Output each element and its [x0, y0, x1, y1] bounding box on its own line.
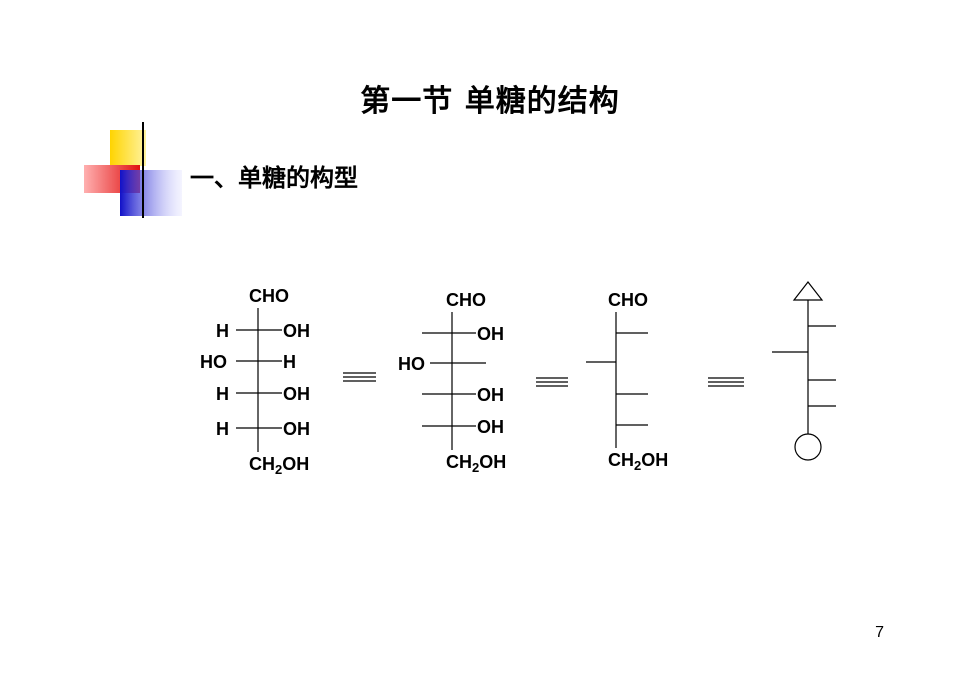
s1-row2-right: H — [283, 352, 296, 372]
s1-row1-left: H — [216, 321, 229, 341]
s2-top-label: CHO — [446, 290, 486, 310]
s1-row3-right: OH — [283, 384, 310, 404]
equivalence-sign-2 — [536, 377, 568, 387]
s2-label-3: OH — [477, 385, 504, 405]
s2-label-4: OH — [477, 417, 504, 437]
s2-label-1: OH — [477, 324, 504, 344]
s2-bottom-label: CH2OH — [446, 452, 506, 475]
section-heading: 一、单糖的构型 — [190, 164, 358, 192]
header-decoration — [84, 122, 830, 218]
s1-bottom-label: CH2OH — [249, 454, 309, 477]
equivalence-sign-3 — [708, 377, 744, 387]
slide-title: 第一节 单糖的结构 — [360, 84, 620, 119]
triangle-symbol — [792, 281, 824, 301]
circle-symbol — [794, 433, 822, 461]
blue-square — [120, 170, 182, 216]
s2-label-2: HO — [398, 354, 425, 374]
s1-row2-left: HO — [200, 352, 227, 372]
s1-row1-right: OH — [283, 321, 310, 341]
yellow-square — [110, 130, 146, 166]
s1-row4-right: OH — [283, 419, 310, 439]
page-number: 7 — [875, 624, 884, 641]
equivalence-sign-1 — [343, 372, 376, 382]
s1-top-label: CHO — [249, 286, 289, 306]
s1-row4-left: H — [216, 419, 229, 439]
s3-top-label: CHO — [608, 290, 648, 310]
s3-bottom-label: CH2OH — [608, 450, 668, 473]
s1-row3-left: H — [216, 384, 229, 404]
